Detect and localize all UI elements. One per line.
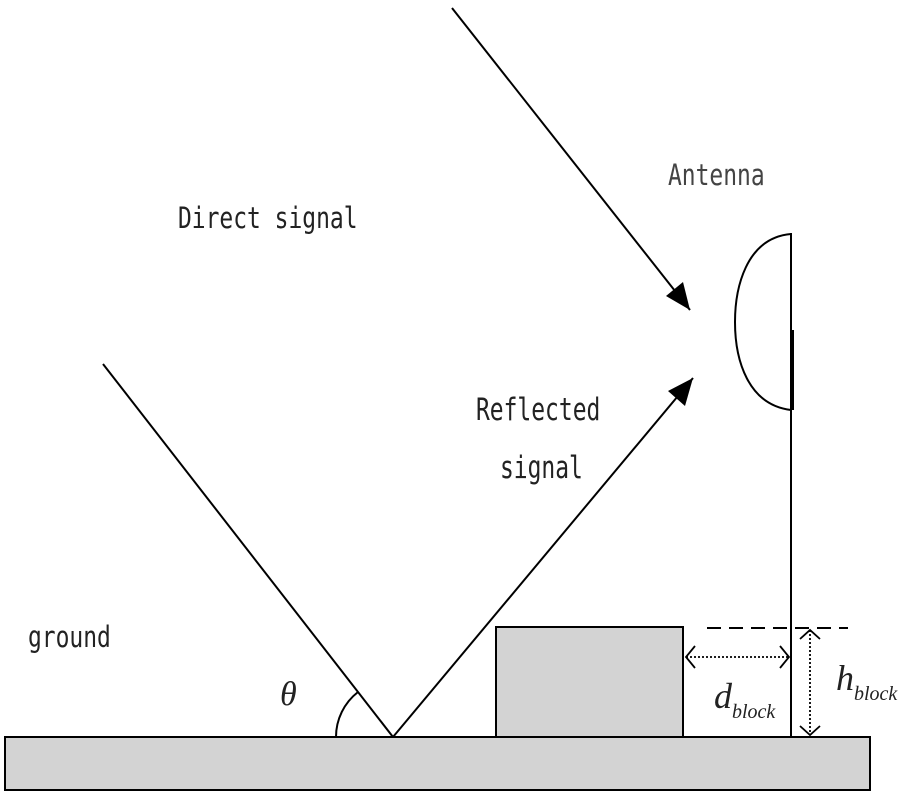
direct-signal-arrowhead	[666, 282, 690, 310]
reflected-signal-label-line1: Reflected	[476, 393, 600, 428]
d-symbol: d	[714, 676, 733, 716]
h-symbol: h	[836, 658, 854, 698]
incident-ray	[102, 363, 394, 738]
direct-signal-label: Direct signal	[178, 201, 358, 236]
antenna-dish	[733, 233, 792, 411]
reflected-signal-label-line2: signal	[500, 451, 583, 486]
theta-angle-arc	[335, 691, 359, 738]
h-block-dimension-arrow	[799, 628, 821, 737]
h-subscript: block	[854, 683, 898, 705]
direct-signal-ray	[451, 7, 691, 311]
antenna-label: Antenna	[668, 158, 765, 193]
d-block-dimension-arrow	[684, 645, 791, 669]
d-block-label: dblock	[714, 676, 776, 723]
reflected-signal-arrowhead	[668, 378, 693, 406]
reflected-signal-ray	[392, 377, 694, 738]
ground-slab	[4, 736, 871, 791]
blocking-obstacle	[495, 626, 684, 738]
h-block-label: hblock	[836, 658, 898, 705]
ground-label: ground	[28, 620, 111, 655]
theta-label: θ	[280, 676, 297, 713]
d-subscript: block	[732, 701, 776, 723]
